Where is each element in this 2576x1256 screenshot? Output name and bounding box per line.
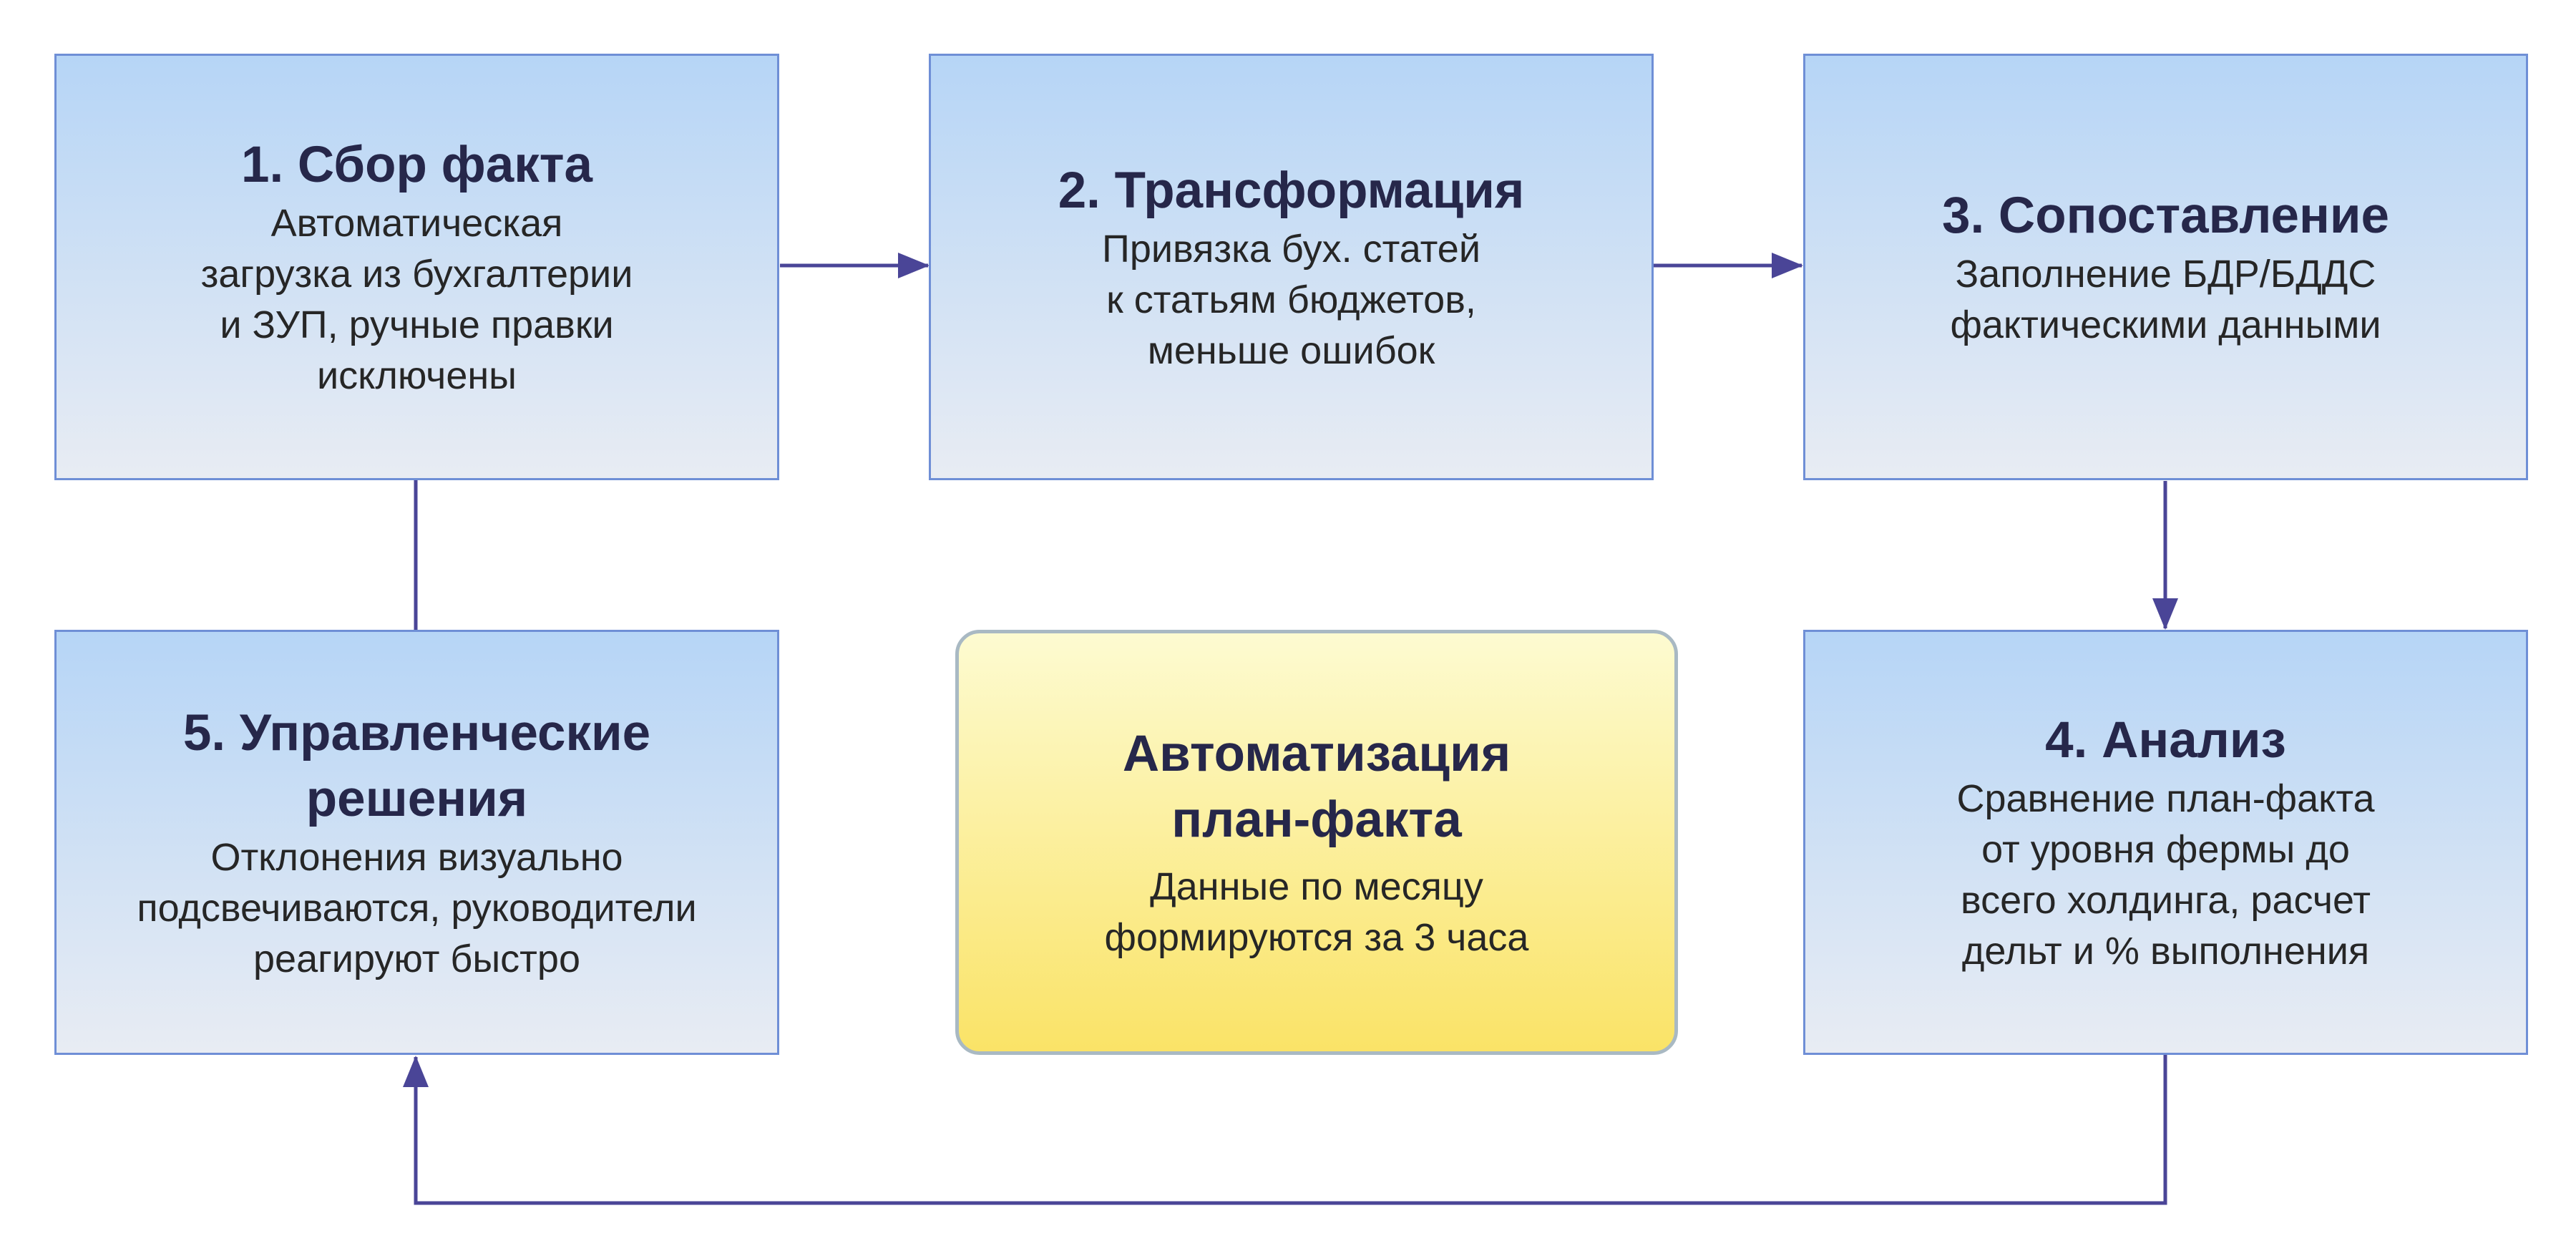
stage-2-box: 2. Трансформация Привязка бух. статей к … (929, 54, 1654, 480)
stage-3-title: 3. Сопоставление (1941, 188, 2390, 244)
stage-5-description: Отклонения визуально подсвечиваются, рук… (137, 835, 697, 980)
center-description: Данные по месяцу формируются за 3 часа (1104, 865, 1529, 959)
stage-5-box: 5. Управленческие решения Отклонения виз… (54, 630, 779, 1055)
stage-2-description: Привязка бух. статей к статьям бюджетов,… (1102, 227, 1480, 372)
stage-2-title: 2. Трансформация (1058, 162, 1525, 219)
stage-1-description: Автоматическая загрузка из бухгалтерии и… (200, 202, 633, 397)
stage-4-box: 4. Анализ Сравнение план-факта от уровня… (1803, 630, 2528, 1055)
arrow-stage4-to-stage5 (403, 1054, 2167, 1205)
stage-3-box: 3. Сопоставление Заполнение БДР/БДДС фак… (1803, 54, 2528, 480)
stage-3-description: Заполнение БДР/БДДС фактическими данными (1950, 253, 2381, 346)
stage-1-title: 1. Сбор факта (240, 137, 592, 193)
stage-5-title: 5. Управленческие решения (182, 704, 651, 827)
center-summary-box: Автоматизация план-факта Данные по месяц… (955, 630, 1678, 1055)
stage-4-title: 4. Анализ (2045, 712, 2286, 769)
center-title: Автоматизация план-факта (1122, 726, 1511, 848)
stage-4-description: Сравнение план-факта от уровня фермы до … (1956, 777, 2375, 973)
stage-1-box: 1. Сбор факта Автоматическая загрузка из… (54, 54, 779, 480)
